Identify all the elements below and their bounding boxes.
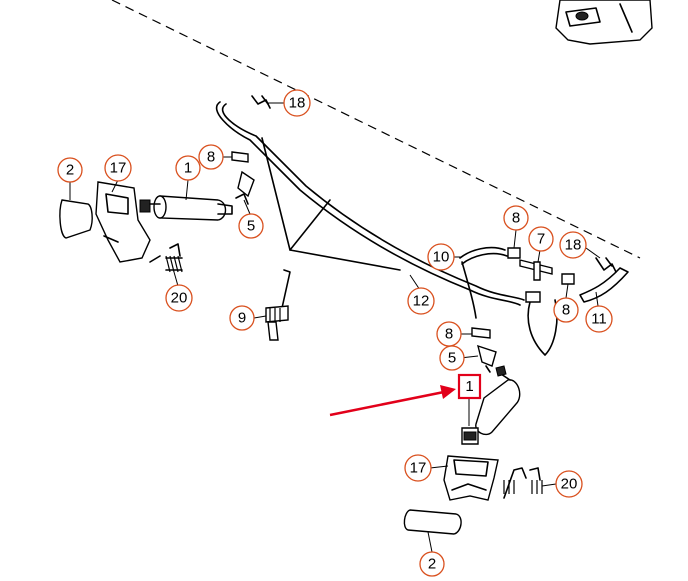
callout-20-lower[interactable]: 20 xyxy=(555,470,583,498)
washer-nozzle-lower xyxy=(461,365,521,445)
svg-text:7: 7 xyxy=(537,231,545,248)
svg-text:5: 5 xyxy=(448,350,456,367)
callout-18-top[interactable]: 18 xyxy=(283,89,311,117)
leader-lines xyxy=(69,102,601,553)
callout-5-lower[interactable]: 5 xyxy=(439,345,465,371)
svg-text:8: 8 xyxy=(562,302,570,319)
connector-5-top xyxy=(235,170,255,205)
hose-line-12 xyxy=(215,101,525,306)
callout-5-top[interactable]: 5 xyxy=(238,213,264,239)
callout-17-top-left[interactable]: 17 xyxy=(104,154,132,182)
cap-left xyxy=(59,199,93,239)
svg-text:18: 18 xyxy=(289,95,306,112)
callout-8-right-bottom[interactable]: 8 xyxy=(553,297,579,323)
svg-text:18: 18 xyxy=(565,237,582,254)
hose-line-10-11 xyxy=(459,246,629,356)
clip-18-right xyxy=(595,257,617,273)
callout-2-top-left[interactable]: 2 xyxy=(57,157,83,183)
callout-8-right-top[interactable]: 8 xyxy=(503,205,529,231)
clip-8-right-1 xyxy=(507,247,521,259)
clip-8-lower xyxy=(471,327,491,339)
clip-18-top xyxy=(251,95,271,109)
highlight-box xyxy=(457,373,482,400)
holder-left xyxy=(95,181,151,263)
svg-text:1: 1 xyxy=(465,378,473,395)
mounting-bracket-top-right xyxy=(555,0,653,45)
clip-8-right-2 xyxy=(525,291,541,303)
clip-8-right-3 xyxy=(561,273,575,285)
svg-text:17: 17 xyxy=(110,160,127,177)
callout-9[interactable]: 9 xyxy=(229,305,255,331)
svg-text:8: 8 xyxy=(445,326,453,343)
clip-8-top xyxy=(231,151,249,163)
callout-7[interactable]: 7 xyxy=(528,226,554,252)
svg-text:2: 2 xyxy=(428,556,436,573)
svg-text:11: 11 xyxy=(591,311,607,328)
callout-18-right[interactable]: 18 xyxy=(559,231,587,259)
svg-text:20: 20 xyxy=(561,476,578,493)
connector-5-lower xyxy=(477,344,497,373)
callout-8-top[interactable]: 8 xyxy=(198,144,224,170)
holder-lower xyxy=(443,455,499,501)
svg-text:8: 8 xyxy=(207,149,215,166)
svg-text:17: 17 xyxy=(410,460,427,477)
callout-10[interactable]: 10 xyxy=(427,243,455,271)
svg-text:9: 9 xyxy=(238,310,246,327)
callout-12[interactable]: 12 xyxy=(407,287,435,315)
t-connector-7 xyxy=(519,259,553,281)
svg-text:1: 1 xyxy=(184,160,192,177)
callout-20-top[interactable]: 20 xyxy=(165,284,193,312)
callout-11[interactable]: 11 xyxy=(585,305,613,333)
svg-text:8: 8 xyxy=(512,210,520,227)
cap-lower xyxy=(403,509,462,535)
svg-text:12: 12 xyxy=(413,293,430,310)
svg-text:20: 20 xyxy=(171,290,188,307)
svg-text:10: 10 xyxy=(433,249,450,266)
callout-1-top[interactable]: 1 xyxy=(175,155,201,181)
callout-17-lower[interactable]: 17 xyxy=(404,454,432,482)
holder-9 xyxy=(265,269,291,341)
callout-1-highlighted[interactable]: 1 xyxy=(457,373,482,400)
spring-left xyxy=(149,243,183,273)
callout-2-lower[interactable]: 2 xyxy=(419,551,445,577)
washer-nozzle-left xyxy=(139,195,233,221)
pointer-arrow xyxy=(329,385,456,417)
spring-lower xyxy=(503,467,543,499)
callout-8-lower[interactable]: 8 xyxy=(436,321,462,347)
body-outline-dashed xyxy=(111,0,641,259)
svg-text:5: 5 xyxy=(247,218,255,235)
svg-text:2: 2 xyxy=(66,162,74,179)
